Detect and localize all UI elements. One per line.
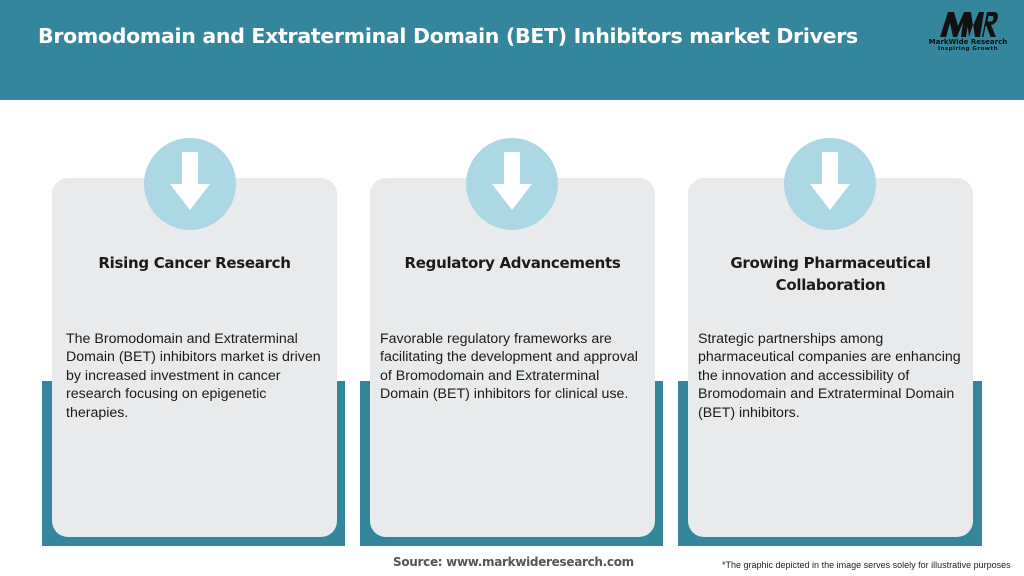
icon-circle-2	[466, 138, 558, 230]
driver-card-growing-pharmaceutical-collaboration: Growing Pharmaceutical Collaboration Str…	[688, 178, 973, 537]
header-banner: Bromodomain and Extraterminal Domain (BE…	[0, 0, 1024, 100]
markwide-logo: MarkWide Research Inspiring Growth	[925, 10, 1011, 58]
icon-circle-3	[784, 138, 876, 230]
driver-card-regulatory-advancements: Regulatory Advancements Favorable regula…	[370, 178, 655, 537]
disclaimer-text: *The graphic depicted in the image serve…	[722, 560, 1011, 570]
down-arrow-icon	[170, 152, 210, 210]
page-title: Bromodomain and Extraterminal Domain (BE…	[38, 24, 858, 48]
card-title: Growing Pharmaceutical Collaboration	[730, 254, 931, 294]
down-arrow-icon	[810, 152, 850, 210]
down-arrow-icon	[492, 152, 532, 210]
card-title: Rising Cancer Research	[98, 254, 291, 272]
card-title: Regulatory Advancements	[404, 254, 621, 272]
driver-card-rising-cancer-research: Rising Cancer Research The Bromodomain a…	[52, 178, 337, 537]
logo-name: MarkWide Research	[928, 38, 1008, 46]
card-description: Favorable regulatory frameworks are faci…	[380, 331, 638, 403]
logo-tagline: Inspiring Growth	[937, 46, 999, 52]
card-description: Strategic partnerships among pharmaceuti…	[698, 331, 961, 421]
icon-circle-1	[144, 138, 236, 230]
card-description: The Bromodomain and Extraterminal Domain…	[66, 331, 321, 421]
source-text: Source: www.markwideresearch.com	[393, 555, 634, 569]
mwr-logo-icon	[940, 12, 998, 37]
